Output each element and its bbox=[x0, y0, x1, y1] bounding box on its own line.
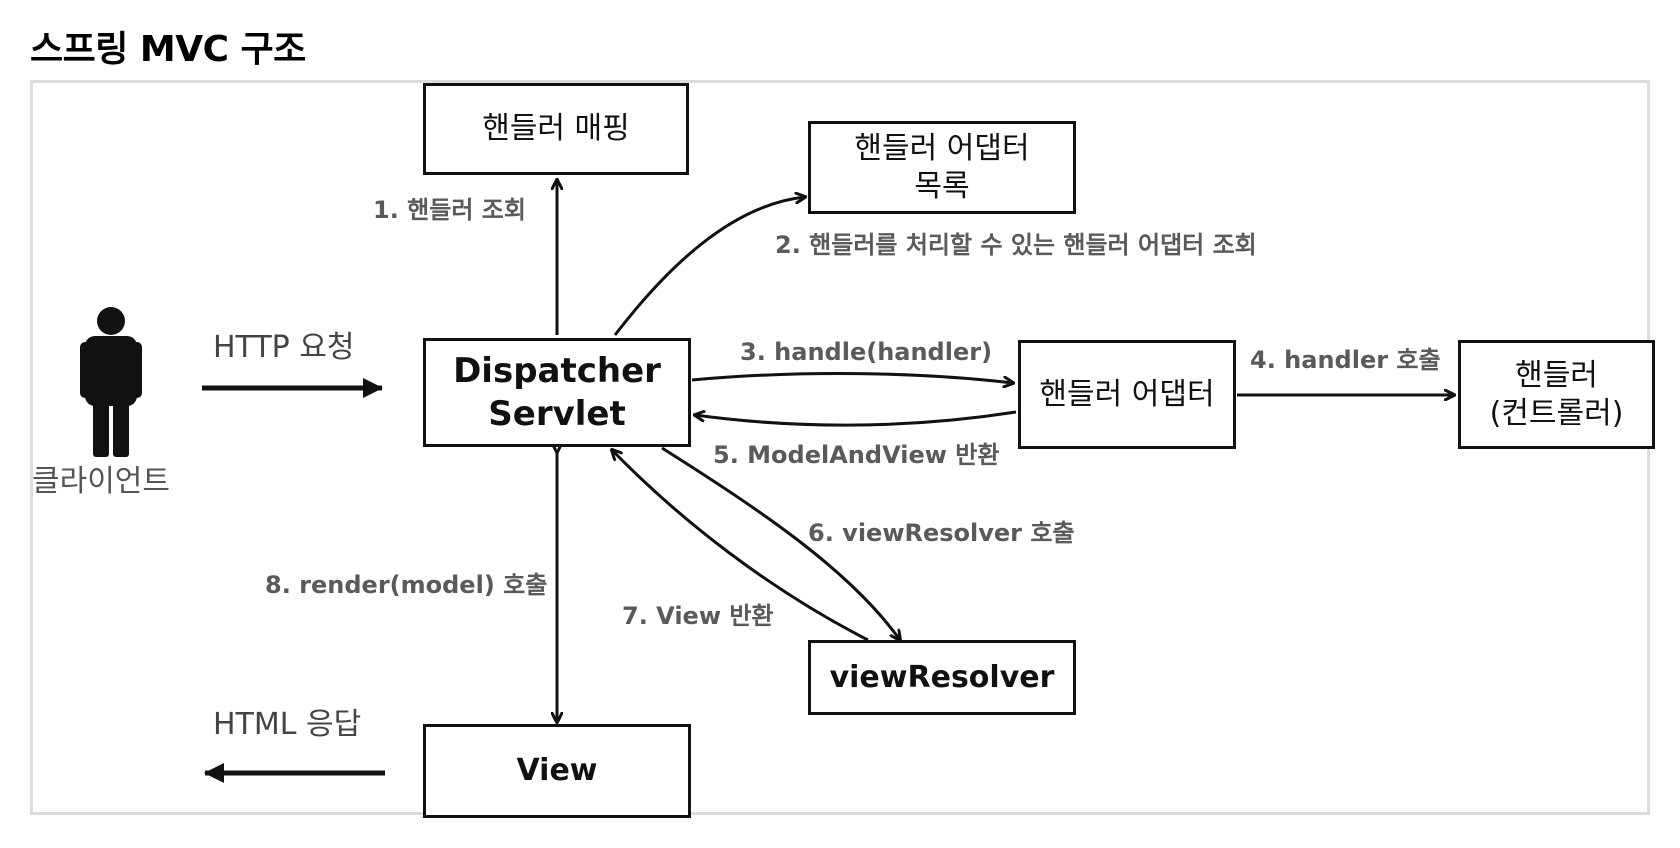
step6-label: 6. viewResolver 호출 bbox=[808, 519, 1075, 547]
arrow-step3 bbox=[691, 372, 1013, 383]
handler-label-line2: (컨트롤러) bbox=[1489, 395, 1624, 431]
view-resolver-box: viewResolver bbox=[808, 640, 1076, 715]
person-icon bbox=[80, 307, 142, 457]
step2-label: 2. 핸들러를 처리할 수 있는 핸들러 어댑터 조회 bbox=[775, 231, 1257, 259]
step3-label: 3. handle(handler) bbox=[740, 338, 993, 366]
adapter-list-label-line1: 핸들러 어댑터 bbox=[854, 131, 1030, 166]
view-label: View bbox=[516, 753, 598, 789]
handler-adapter-box: 핸들러 어댑터 bbox=[1018, 340, 1236, 449]
handler-adapter-label: 핸들러 어댑터 bbox=[1039, 376, 1215, 412]
step5-label: 5. ModelAndView 반환 bbox=[713, 441, 1000, 469]
step4-label: 4. handler 호출 bbox=[1250, 346, 1441, 374]
dispatcher-servlet-box: Dispatcher Servlet bbox=[423, 338, 691, 447]
handler-adapter-list-box: 핸들러 어댑터 목록 bbox=[808, 121, 1076, 214]
step8-label: 8. render(model) 호출 bbox=[265, 571, 548, 599]
http-request-label: HTTP 요청 bbox=[213, 330, 355, 365]
arrow-step7 bbox=[612, 450, 869, 642]
adapter-list-label-line2: 목록 bbox=[914, 168, 970, 204]
view-resolver-label: viewResolver bbox=[829, 659, 1055, 695]
step1-label: 1. 핸들러 조회 bbox=[373, 196, 526, 224]
arrow-step5 bbox=[695, 412, 1017, 427]
arrow-step2 bbox=[613, 197, 805, 336]
handler-box: 핸들러 (컨트롤러) bbox=[1458, 340, 1655, 449]
handler-label-line1: 핸들러 bbox=[1515, 358, 1598, 393]
arrow-step6 bbox=[661, 446, 900, 640]
handler-mapping-label: 핸들러 매핑 bbox=[482, 111, 630, 147]
page-title: 스프링 MVC 구조 bbox=[30, 29, 306, 70]
dispatcher-label-line2: Servlet bbox=[488, 393, 626, 434]
view-box: View bbox=[423, 724, 691, 818]
handler-mapping-box: 핸들러 매핑 bbox=[423, 83, 689, 175]
step7-label: 7. View 반환 bbox=[622, 602, 774, 630]
html-response-label: HTML 응답 bbox=[213, 707, 362, 742]
client-label: 클라이언트 bbox=[32, 464, 170, 499]
dispatcher-label-line1: Dispatcher bbox=[453, 351, 661, 391]
